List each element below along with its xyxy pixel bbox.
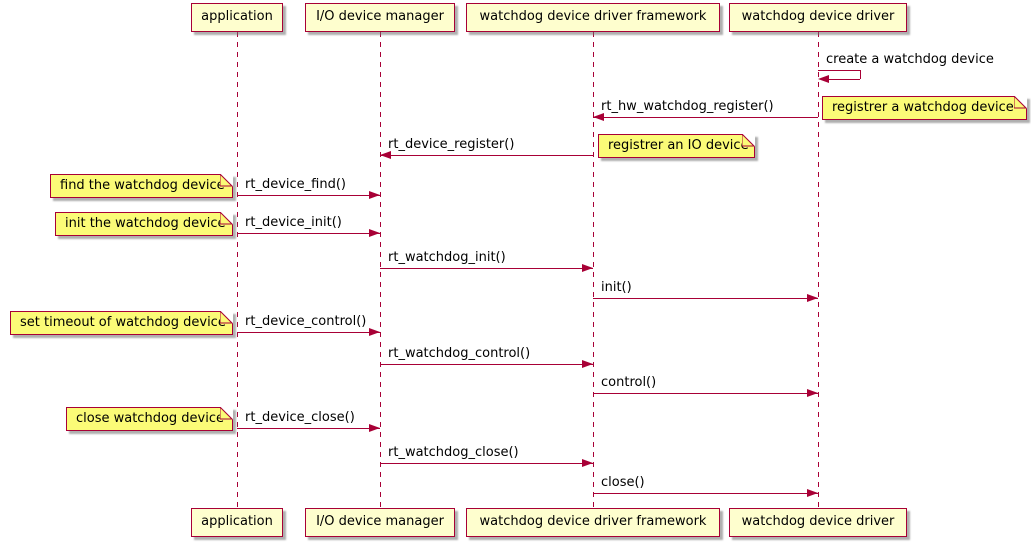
message-label-text: create a watchdog device: [826, 52, 994, 67]
participant-label: watchdog device driver framework: [479, 9, 707, 24]
message-label-text: init(): [601, 280, 632, 295]
message-line: [380, 463, 593, 464]
message-line: [237, 195, 380, 196]
message-label-text: rt_device_find(): [245, 177, 346, 192]
message-label: control(): [601, 375, 656, 390]
message-arrowhead: [369, 328, 380, 336]
self-message-top-line: [818, 70, 860, 71]
message-label-text: rt_device_register(): [388, 137, 515, 152]
note-fold-corner: [742, 134, 755, 147]
message-label: create a watchdog device: [826, 52, 994, 67]
message-arrowhead: [369, 229, 380, 237]
message-arrowhead: [369, 424, 380, 432]
note-text: close watchdog device: [76, 411, 224, 426]
message-label-text: rt_watchdog_control(): [388, 346, 531, 361]
participant-top-watchdog-device-driver-framework: watchdog device driver framework: [466, 3, 720, 32]
message-label: close(): [601, 475, 645, 490]
participant-label: watchdog device driver framework: [479, 514, 707, 529]
participant-bottom-application: application: [191, 508, 283, 537]
note-fold-corner: [220, 311, 233, 324]
note-fold-corner: [1014, 96, 1027, 109]
message-label-text: rt_hw_watchdog_register(): [601, 99, 774, 114]
message-line: [237, 428, 380, 429]
note-registrer-a-watchdog-device: registrer a watchdog device: [822, 96, 1027, 120]
note-registrer-an-io-device: registrer an IO device: [598, 134, 755, 158]
message-arrowhead: [582, 360, 593, 368]
note-init-the-watchdog-device: init the watchdog device: [55, 212, 233, 236]
message-arrowhead: [582, 459, 593, 467]
message-arrowhead: [807, 294, 818, 302]
participant-label: I/O device manager: [316, 514, 444, 529]
self-message-bottom-line: [829, 79, 860, 80]
note-text: registrer a watchdog device: [832, 100, 1014, 115]
message-line: [593, 298, 818, 299]
message-label: rt_device_control(): [245, 314, 366, 329]
message-label: rt_watchdog_close(): [388, 445, 519, 460]
message-label-text: close(): [601, 475, 645, 490]
participant-bottom-watchdog-device-driver-framework: watchdog device driver framework: [466, 508, 720, 537]
participant-bottom-watchdog-device-driver: watchdog device driver: [729, 508, 907, 537]
message-label-text: rt_device_control(): [245, 314, 367, 329]
participant-bottom-i-o-device-manager: I/O device manager: [305, 508, 455, 537]
message-label: rt_device_register(): [388, 137, 514, 152]
message-label: rt_device_find(): [245, 177, 346, 192]
message-line: [380, 364, 593, 365]
note-close-watchdog-device: close watchdog device: [66, 407, 233, 431]
message-line: [237, 332, 380, 333]
message-line: [593, 117, 818, 118]
message-arrowhead: [818, 75, 829, 83]
message-arrowhead: [807, 489, 818, 497]
message-arrowhead: [593, 113, 604, 121]
lifeline-application: [237, 32, 238, 509]
message-label-text: control(): [601, 375, 657, 390]
note-text: set timeout of watchdog device: [20, 315, 226, 330]
message-label-text: rt_watchdog_init(): [388, 250, 506, 265]
participant-top-watchdog-device-driver: watchdog device driver: [729, 3, 907, 32]
message-label-text: rt_device_close(): [245, 410, 355, 425]
message-label-text: rt_watchdog_close(): [388, 445, 519, 460]
message-arrowhead: [582, 264, 593, 272]
message-label-text: rt_device_init(): [245, 215, 342, 230]
note-text: registrer an IO device: [608, 138, 749, 153]
message-arrowhead: [380, 151, 391, 159]
note-find-the-watchdog-device: find the watchdog device: [50, 174, 233, 198]
message-label: rt_hw_watchdog_register(): [601, 99, 774, 114]
message-label: rt_watchdog_init(): [388, 250, 506, 265]
lifeline-i-o-device-manager: [380, 32, 381, 509]
lifeline-watchdog-device-driver: [818, 32, 819, 509]
message-line: [593, 493, 818, 494]
message-arrowhead: [807, 389, 818, 397]
message-label: rt_device_close(): [245, 410, 355, 425]
self-message-right-line: [860, 70, 861, 79]
participant-label: I/O device manager: [316, 9, 444, 24]
participant-label: application: [201, 514, 273, 529]
message-line: [237, 233, 380, 234]
participant-label: watchdog device driver: [741, 9, 895, 24]
participant-top-i-o-device-manager: I/O device manager: [305, 3, 455, 32]
message-line: [593, 393, 818, 394]
note-fold-corner: [220, 174, 233, 187]
message-arrowhead: [369, 191, 380, 199]
participant-label: watchdog device driver: [741, 514, 895, 529]
message-label: rt_watchdog_control(): [388, 346, 530, 361]
message-label: rt_device_init(): [245, 215, 342, 230]
message-line: [380, 155, 593, 156]
note-fold-corner: [220, 407, 233, 420]
note-set-timeout-of-watchdog-device: set timeout of watchdog device: [10, 311, 233, 335]
note-text: init the watchdog device: [65, 216, 226, 231]
message-label: init(): [601, 280, 632, 295]
participant-label: application: [201, 9, 273, 24]
note-text: find the watchdog device: [60, 178, 225, 193]
message-line: [380, 268, 593, 269]
note-fold-corner: [220, 212, 233, 225]
lifeline-watchdog-device-driver-framework: [593, 32, 594, 509]
participant-top-application: application: [191, 3, 283, 32]
